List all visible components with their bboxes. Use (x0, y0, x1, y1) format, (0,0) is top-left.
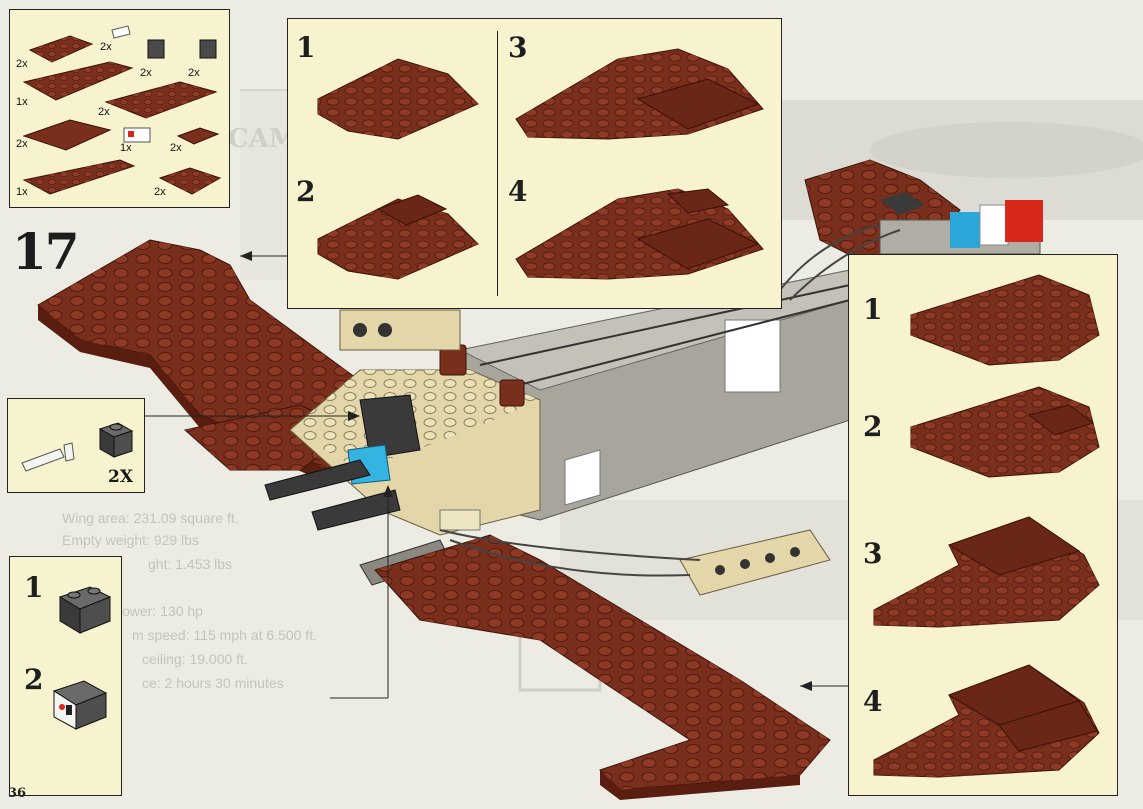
sub-step-number: 1 (863, 293, 883, 326)
step-number: 17 (12, 222, 80, 281)
brick-callout-panel: 1 2 (9, 556, 122, 796)
sub-step-number: 4 (863, 685, 883, 718)
part-quantity: 2x (170, 142, 182, 154)
quantity-label: 2X (108, 467, 134, 487)
spec-line: m speed: 115 mph at 6.500 ft. (132, 627, 317, 643)
sub-assembly-panel-top: 1 2 3 4 (287, 18, 782, 309)
part-quantity: 2x (16, 138, 28, 150)
engine-block (289, 309, 541, 536)
sub-step-number: 1 (296, 31, 316, 64)
arrow-icon (348, 411, 360, 421)
sub-assembly-top-drawing (317, 48, 764, 280)
part-quantity: 1x (16, 186, 28, 198)
brick-callout-drawing (52, 586, 112, 730)
tail-section (804, 159, 1043, 261)
part-quantity: 2x (154, 186, 166, 198)
spec-line: ceiling: 19.000 ft. (142, 651, 248, 667)
sub-step-number: 1 (24, 571, 44, 604)
sub-step-number: 2 (24, 663, 44, 696)
part-quantity: 1x (120, 142, 132, 154)
lower-wing-right (374, 534, 831, 800)
technic-beam (679, 529, 831, 596)
control-cables (439, 224, 901, 577)
spec-line: ce: 2 hours 30 minutes (142, 675, 284, 691)
arrow-icon (240, 251, 252, 261)
arrow-icon (800, 681, 812, 691)
parts-list-drawing (22, 25, 222, 195)
sub-step-number: 3 (863, 537, 883, 570)
sub-step-number: 2 (863, 410, 883, 443)
part-quantity: 1x (16, 96, 28, 108)
sub-assembly-right-drawing (873, 274, 1100, 778)
spec-line: Empty weight: 929 lbs (62, 532, 199, 548)
sub-step-number: 3 (508, 31, 528, 64)
part-quantity: 2x (140, 67, 152, 79)
part-quantity: 2x (16, 58, 28, 70)
spec-line: Wing area: 231.09 square ft. (62, 510, 239, 526)
spec-line: ower: 130 hp (122, 603, 203, 619)
page-number: 36 (8, 786, 27, 801)
sub-step-number: 4 (508, 175, 528, 208)
sub-assembly-panel-right: 1 2 3 4 (848, 254, 1118, 796)
spec-line: ght: 1.453 lbs (148, 556, 233, 572)
part-quantity: 2x (188, 67, 200, 79)
watermark-text: CAM (228, 124, 298, 154)
part-quantity: 2x (100, 41, 112, 53)
pin-callout-drawing (21, 422, 134, 472)
panel-divider (497, 31, 498, 296)
parts-list-panel: 2x 2x 2x 2x 1x 2x 2x 1x 2x 1x 2x (9, 9, 230, 208)
part-quantity: 2x (98, 106, 110, 118)
sub-step-number: 2 (296, 175, 316, 208)
pin-callout-panel: 2X (7, 398, 145, 493)
arrow-icon (383, 485, 393, 497)
fuselage (458, 269, 851, 521)
